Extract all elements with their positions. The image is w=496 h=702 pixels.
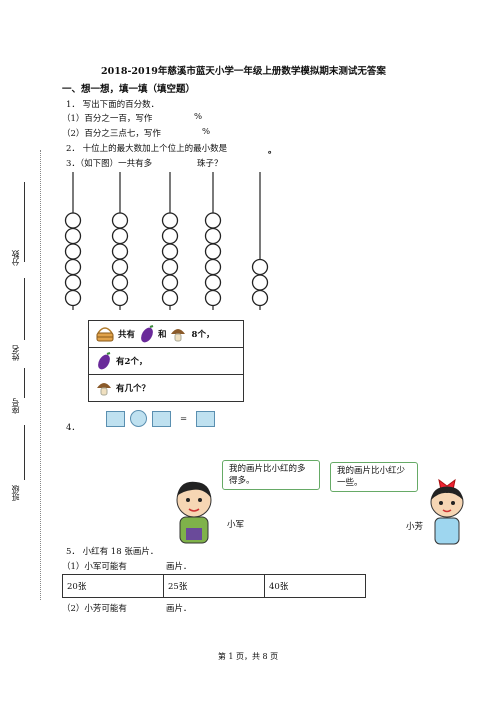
speech-bubble-right: 我的画片比小红少一些。 — [330, 462, 418, 492]
q1-part-b: （2）百分之三点七，写作 — [62, 129, 161, 139]
abacus-bead — [111, 258, 129, 276]
q3-row1-text-a: 共有 — [118, 330, 136, 340]
q5-part-b: （2）小芳可能有 — [62, 604, 127, 614]
class-label: 班级 — [11, 485, 20, 501]
q5-stem: 5． 小红有 18 张画片． — [66, 547, 159, 557]
q1-part-a: （1）百分之一百，写作 — [62, 114, 153, 124]
abacus-bead — [251, 274, 269, 291]
section-heading: 一、想一想，填一填（填空题） — [62, 84, 196, 95]
abacus-bead — [161, 227, 179, 245]
speech-bubble-left: 我的画片比小红的多得多。 — [222, 460, 320, 490]
q3-stem-end: 珠子？ — [197, 159, 223, 169]
class-blank-line — [24, 425, 25, 480]
option-cell: 20张 — [62, 574, 164, 598]
circle-shape — [130, 410, 147, 427]
boy-name: 小军 — [227, 520, 245, 530]
girl-illustration — [430, 478, 464, 545]
abacus-bead — [204, 258, 222, 276]
binding-dotted-line — [40, 150, 41, 600]
girl-name: 小芳 — [406, 522, 424, 532]
q2-end: 。 — [268, 146, 277, 156]
name-label: 姓名 — [11, 345, 20, 361]
score-blank-line — [24, 182, 25, 262]
name-blank-line — [24, 278, 25, 340]
abacus-bead — [111, 289, 129, 307]
abacus-bead — [64, 289, 82, 307]
abacus-bead — [251, 289, 269, 307]
eggplant-icon — [98, 352, 111, 370]
abacus-bead — [161, 212, 179, 229]
abacus-bead — [64, 258, 82, 276]
score-label: 分数 — [11, 250, 20, 266]
q5-options-table: 20张 25张 40张 — [62, 574, 366, 598]
abacus-bead — [64, 212, 82, 229]
page-footer: 第 1 页，共 8 页 — [217, 652, 279, 661]
q1-stem: 1． 写出下面的百分数． — [66, 100, 160, 110]
q3-stem: 3．（如下图）一共有多 — [66, 159, 153, 169]
q3-table: 共有 和 8个， 有2个， 有几个？ — [88, 320, 244, 402]
q1-part-b-unit: % — [202, 127, 211, 137]
abacus-bead — [204, 243, 222, 260]
q3-row-total: 共有 和 8个， — [89, 321, 243, 348]
q5-part-a: （1）小军可能有 — [62, 562, 127, 572]
q5-part-a-end: 画片． — [166, 562, 192, 572]
eggplant-icon — [141, 325, 154, 343]
abacus-bead — [204, 274, 222, 291]
q3-row1-text-c: 8个， — [191, 330, 215, 340]
abacus-bead — [111, 212, 129, 229]
abacus-bead — [161, 289, 179, 307]
square-shape — [106, 410, 125, 427]
abacus-bead — [161, 243, 179, 260]
option-cell: 25张 — [163, 574, 265, 598]
abacus-bead — [161, 258, 179, 276]
square-shape — [152, 410, 171, 427]
abacus-bead — [111, 227, 129, 245]
answer-square — [196, 410, 216, 427]
q3-row-mushroom: 有几个？ — [89, 375, 243, 401]
q5-part-b-end: 画片． — [166, 604, 192, 614]
q3-row2-text: 有2个， — [116, 357, 148, 367]
abacus-bead — [64, 227, 82, 245]
abacus-bead — [111, 243, 129, 260]
abacus-bead — [251, 258, 269, 276]
abacus-bead — [64, 274, 82, 291]
q4-shapes: = — [106, 410, 216, 427]
boy-illustration — [176, 481, 212, 544]
abacus-bead — [64, 243, 82, 260]
q3-row3-text: 有几个？ — [116, 384, 151, 394]
mushroom-icon — [170, 329, 185, 342]
q4-label: 4． — [66, 423, 80, 433]
abacus-bead — [111, 274, 129, 291]
abacus-bead — [204, 289, 222, 307]
id-blank-line — [24, 368, 25, 398]
q1-part-a-unit: % — [194, 112, 203, 122]
page-title: 2018-2019年慈溪市蓝天小学一年级上册数学模拟期末测试无答案 — [101, 66, 386, 77]
abacus-bead — [161, 274, 179, 291]
q2-stem: 2． 十位上的最大数加上个位上的最小数是 — [66, 144, 228, 154]
abacus-rods — [64, 172, 269, 310]
equals-sign: = — [180, 413, 188, 424]
option-cell: 40张 — [264, 574, 366, 598]
abacus-bead — [204, 212, 222, 229]
abacus-bead — [204, 227, 222, 245]
id-label: 座号 — [11, 398, 20, 414]
q3-row1-text-b: 和 — [158, 330, 167, 340]
q3-row-eggplant: 有2个， — [89, 348, 243, 375]
mushroom-icon — [97, 383, 111, 396]
basket-icon — [96, 327, 114, 342]
